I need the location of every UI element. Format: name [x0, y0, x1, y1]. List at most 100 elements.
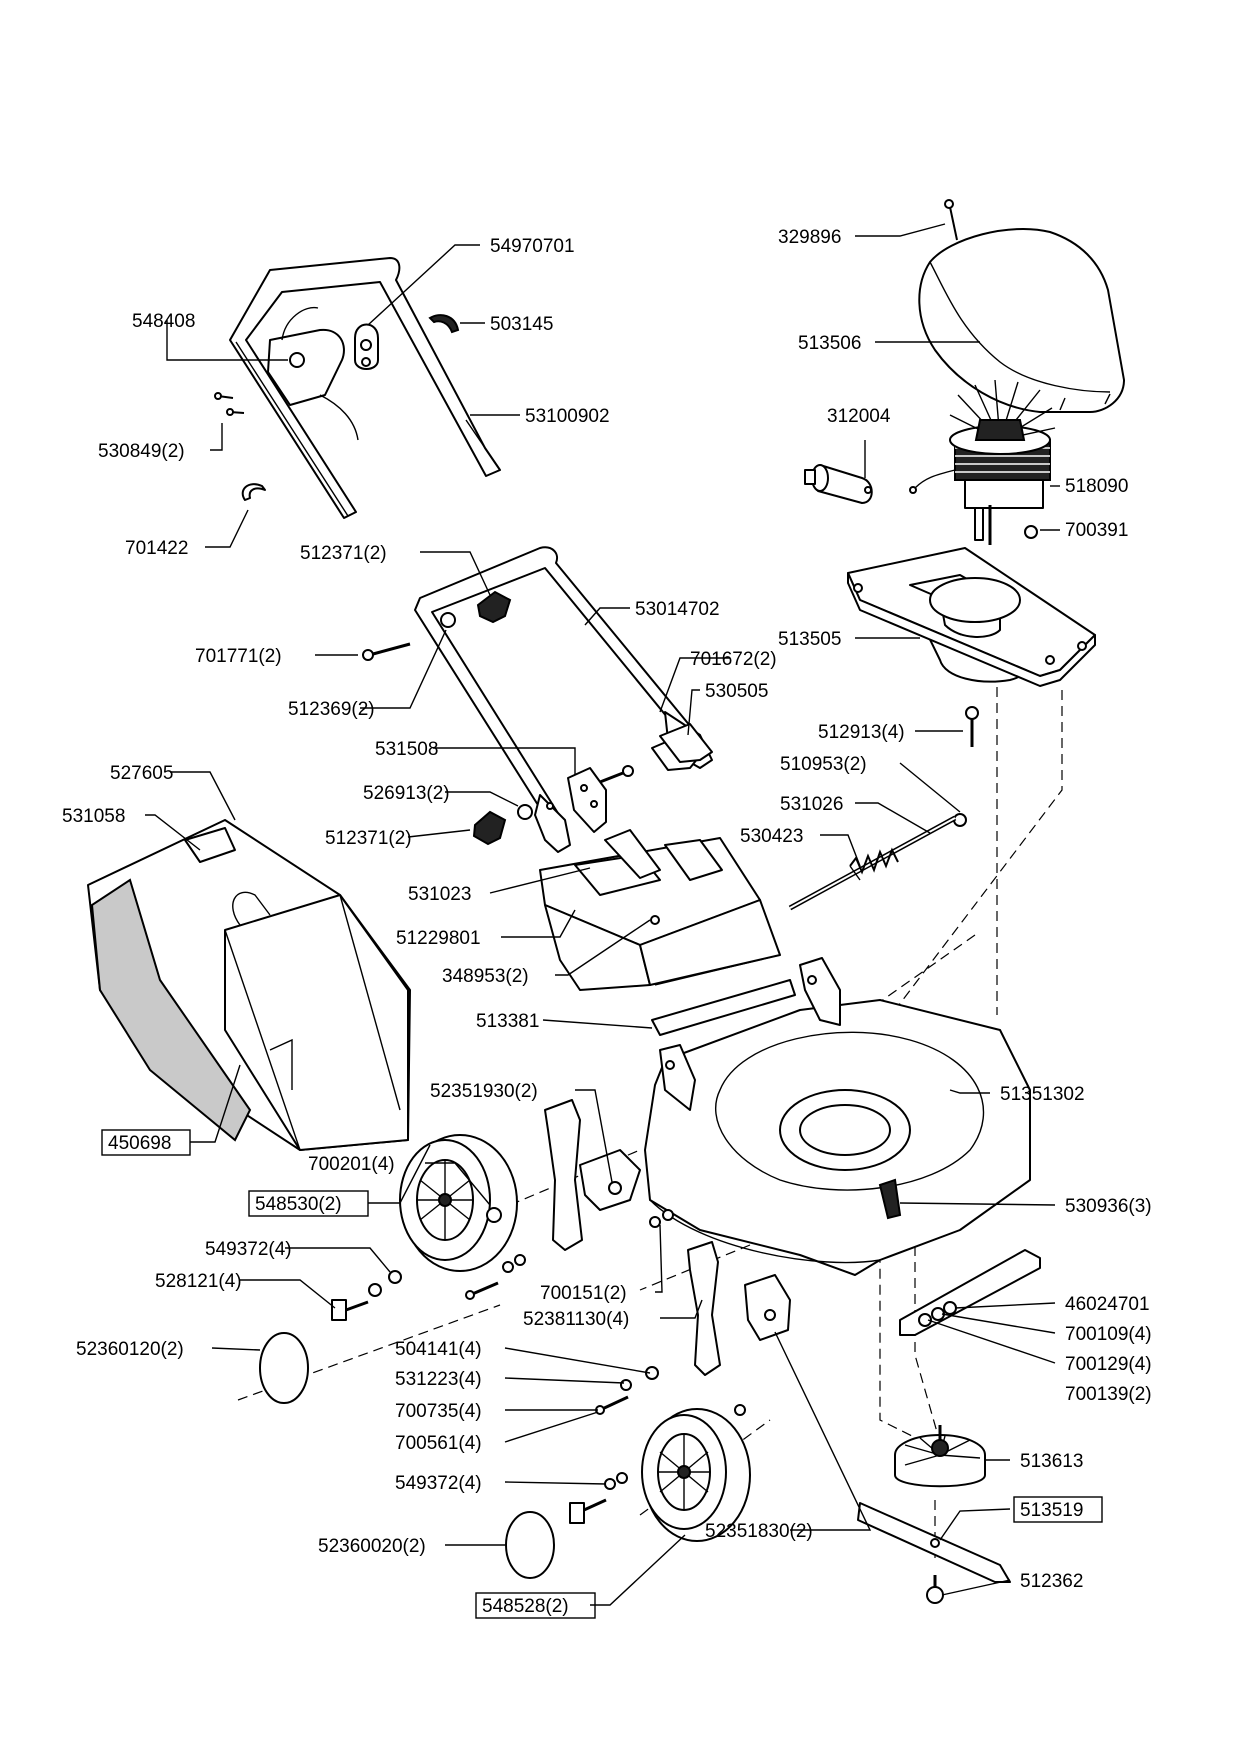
hub-cap-52360120 [259, 1332, 309, 1404]
front-washers [604, 1366, 746, 1490]
part-labels: 329896 513506 312004 518090 700391 51350… [62, 227, 1152, 1617]
label-531223: 531223(4) [395, 1369, 482, 1390]
label-700109: 700109(4) [1065, 1324, 1152, 1345]
label-513613: 513613 [1020, 1451, 1083, 1472]
label-504141: 504141(4) [395, 1339, 482, 1360]
label-518090: 518090 [1065, 476, 1128, 497]
flap-bar-513381 [651, 979, 796, 1036]
label-531023: 531023 [408, 884, 471, 905]
label-54970701: 54970701 [490, 236, 575, 257]
label-450698: 450698 [108, 1133, 171, 1154]
label-513505: 513505 [778, 629, 841, 650]
screws-530849 [214, 392, 245, 416]
label-526913: 526913(2) [363, 783, 450, 804]
label-530423: 530423 [740, 826, 803, 847]
label-52351930: 52351930(2) [430, 1081, 538, 1102]
label-46024701: 46024701 [1065, 1294, 1150, 1315]
blade-bolt-512362 [926, 1575, 944, 1604]
label-701771: 701771(2) [195, 646, 282, 667]
knob-512371-upper [476, 590, 512, 624]
label-512371-upper: 512371(2) [300, 543, 387, 564]
label-512371-lower: 512371(2) [325, 828, 412, 849]
label-312004: 312004 [827, 406, 891, 427]
label-52360020: 52360020(2) [318, 1536, 426, 1557]
motor-cover-513506 [918, 228, 1125, 413]
screws-530936 [878, 1178, 902, 1220]
rear-bolt-700561 [465, 1281, 499, 1300]
capacitor-312004 [804, 464, 873, 504]
label-503145: 503145 [490, 314, 553, 335]
switch-box-548408 [267, 306, 359, 441]
label-549372-lower: 549372(4) [395, 1473, 482, 1494]
label-528121: 528121(4) [155, 1271, 242, 1292]
washer-512369 [440, 612, 456, 628]
label-700139: 700139(2) [1065, 1384, 1152, 1405]
knob-512371-lower [472, 810, 507, 846]
rear-spacers-549372 [368, 1254, 526, 1297]
nut-700391 [1024, 525, 1038, 539]
washer-526913 [517, 804, 533, 820]
front-wheel-548528 [641, 1408, 751, 1542]
label-frames [101, 1129, 1103, 1619]
bracket-531508 [567, 767, 607, 833]
label-510953: 510953(2) [780, 754, 867, 775]
label-52351830: 52351830(2) [705, 1521, 813, 1542]
screw-348953 [650, 915, 660, 925]
small-washers-700151 [649, 1209, 674, 1228]
screw-701672 [599, 765, 634, 784]
front-axle-screw [569, 1498, 607, 1524]
label-52381130: 52381130(4) [523, 1309, 629, 1330]
height-adjuster-52351930 [544, 1099, 641, 1251]
label-700201: 700201(4) [308, 1154, 395, 1175]
label-548530: 548530(2) [255, 1194, 342, 1215]
label-700151: 700151(2) [540, 1283, 627, 1304]
label-531508: 531508 [375, 739, 438, 760]
screw-512913 [965, 706, 979, 747]
label-531058: 531058 [62, 806, 125, 827]
label-513381: 513381 [476, 1011, 539, 1032]
height-adjuster-52381130 [687, 1241, 721, 1376]
label-549372-upper: 549372(4) [205, 1239, 292, 1260]
label-530849: 530849(2) [98, 441, 185, 462]
lower-handle-53014702 [414, 546, 713, 853]
adjuster-plate-52351830 [744, 1274, 791, 1341]
label-700735: 700735(4) [395, 1401, 482, 1422]
screw-329896 [944, 199, 958, 241]
chute-51229801 [539, 837, 781, 991]
deck-51351302 [644, 957, 1031, 1276]
fan-513613 [894, 1425, 986, 1488]
rear-axle-screw-528121 [331, 1299, 369, 1321]
clip-701422 [241, 483, 266, 501]
label-52360120: 52360120(2) [76, 1339, 184, 1360]
motor-mount-513505 [847, 547, 1096, 687]
axle-531026 [788, 815, 957, 911]
label-512913: 512913(4) [818, 722, 905, 743]
label-701422: 701422 [125, 538, 188, 559]
hub-cap-52360020 [505, 1511, 555, 1579]
label-527605: 527605 [110, 763, 173, 784]
blade-513519 [857, 1502, 1011, 1583]
label-51229801: 51229801 [396, 928, 481, 949]
clip-503145 [428, 314, 460, 334]
label-530505: 530505 [705, 681, 768, 702]
flap-531023 [604, 829, 661, 879]
label-531026: 531026 [780, 794, 843, 815]
bolt-701771 [362, 642, 411, 661]
rear-wheel-washers-700201 [486, 1207, 502, 1223]
label-512362: 512362 [1020, 1571, 1083, 1592]
spacer-530505 [651, 723, 713, 771]
grass-bag-450698 [87, 819, 411, 1151]
rear-wheel-548530 [399, 1134, 518, 1272]
label-548408: 548408 [132, 311, 195, 332]
label-51351302: 51351302 [1000, 1084, 1085, 1105]
motor-518090 [909, 379, 1056, 545]
cable-clip-54970701 [354, 323, 379, 370]
label-53100902: 53100902 [525, 406, 610, 427]
label-53014702: 53014702 [635, 599, 720, 620]
label-700561: 700561(4) [395, 1433, 482, 1454]
top-handle-53100902 [229, 257, 501, 519]
label-700391: 700391 [1065, 520, 1128, 541]
washers-700109-700129-700139 [918, 1301, 957, 1327]
label-513506: 513506 [798, 333, 861, 354]
